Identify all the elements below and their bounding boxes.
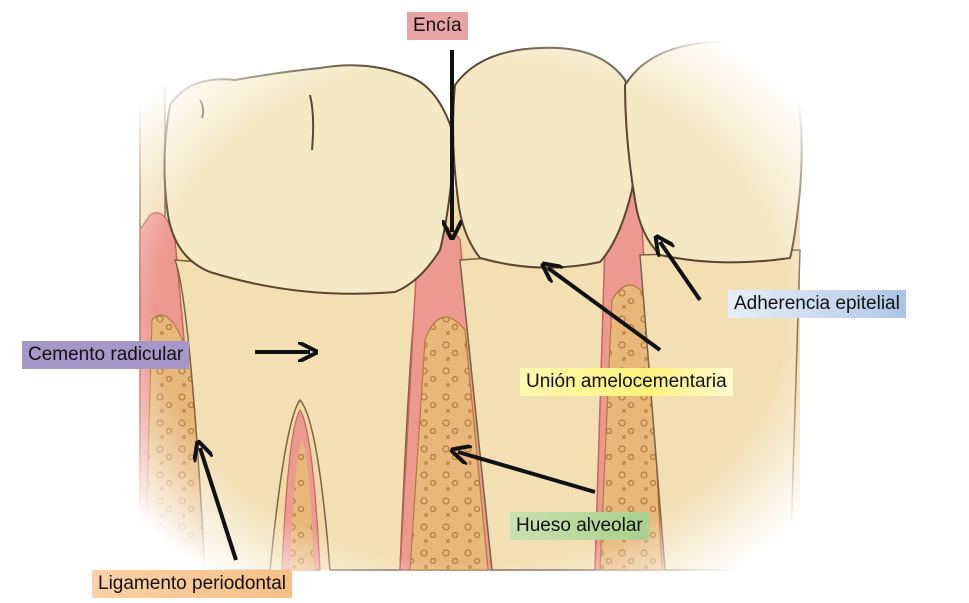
label-encia: Encía bbox=[407, 12, 468, 40]
label-hueso-alveolar: Hueso alveolar bbox=[510, 512, 649, 540]
label-union-amelocementaria: Unión amelocementaria bbox=[520, 368, 733, 396]
vignette bbox=[120, 30, 820, 590]
label-cemento-radicular: Cemento radicular bbox=[22, 341, 189, 369]
label-adherencia-epitelial: Adherencia epitelial bbox=[728, 290, 906, 318]
label-ligamento-periodontal: Ligamento periodontal bbox=[92, 570, 292, 598]
